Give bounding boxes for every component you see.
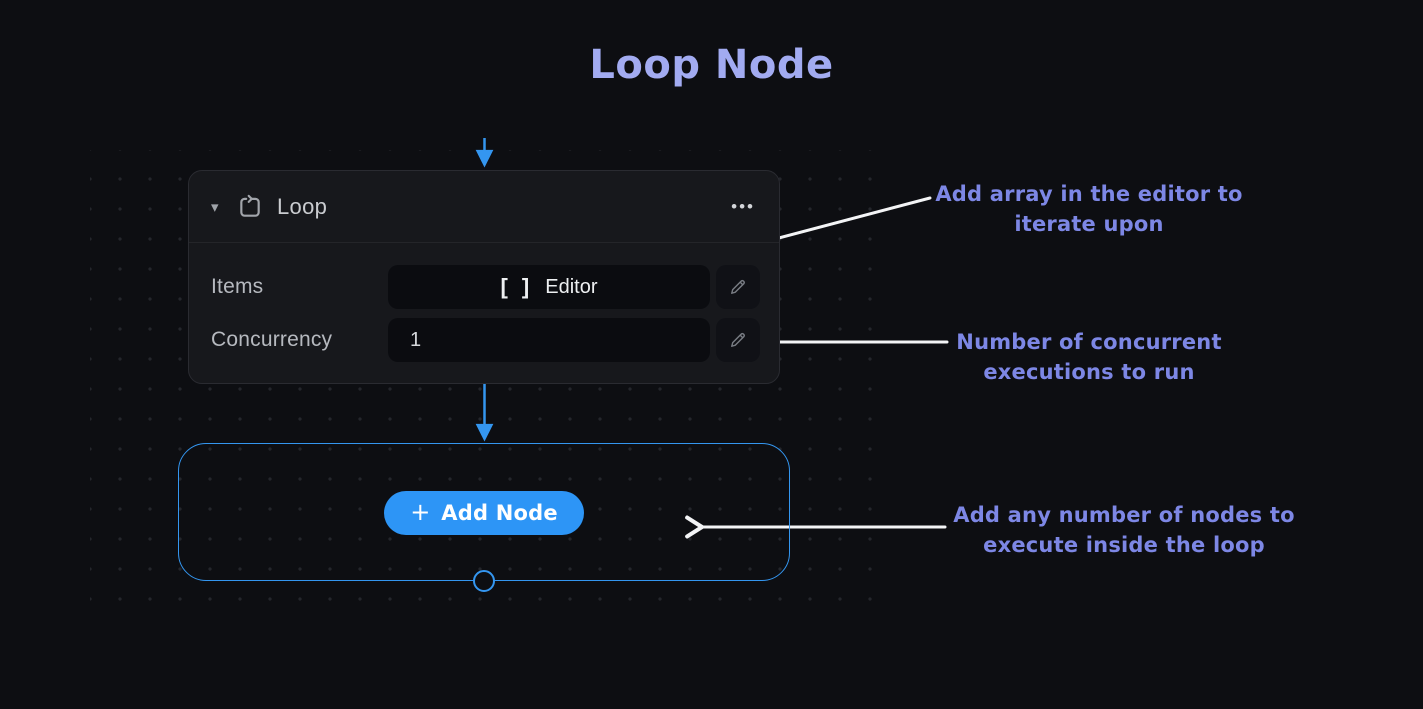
loop-node-card[interactable]: ▾ Loop ••• Items [ ] Editor — [188, 170, 780, 384]
loop-icon — [237, 194, 263, 220]
annotation-loop-body-line1: Add any number of nodes to — [953, 503, 1295, 527]
annotation-items-line2: iterate upon — [1014, 212, 1164, 236]
add-node-button[interactable]: + Add Node — [384, 491, 584, 535]
pencil-icon — [731, 333, 745, 347]
items-editor-field[interactable]: [ ] Editor — [388, 265, 710, 309]
concurrency-label: Concurrency — [211, 328, 333, 351]
plus-icon: + — [410, 498, 431, 526]
pencil-icon — [731, 280, 745, 294]
items-row: Items [ ] Editor — [189, 265, 779, 309]
node-title: Loop — [277, 193, 328, 219]
annotation-loop-body: Add any number of nodes to execute insid… — [944, 500, 1304, 560]
concurrency-row: Concurrency 1 — [189, 318, 779, 362]
annotation-items: Add array in the editor to iterate upon — [929, 179, 1249, 239]
annotation-concurrency-line1: Number of concurrent — [956, 330, 1222, 354]
concurrency-field[interactable]: 1 — [388, 318, 710, 362]
collapse-chevron-icon[interactable]: ▾ — [211, 198, 219, 216]
concurrency-field-value: 1 — [410, 328, 422, 351]
items-label: Items — [211, 275, 264, 298]
annotation-concurrency-line2: executions to run — [983, 360, 1195, 384]
annotation-items-line1: Add array in the editor to — [935, 182, 1243, 206]
edit-concurrency-button[interactable] — [716, 318, 760, 362]
annotation-concurrency: Number of concurrent executions to run — [929, 327, 1249, 387]
items-field-value: Editor — [545, 275, 598, 298]
loop-output-port[interactable] — [473, 570, 495, 592]
loop-node-header: ▾ Loop ••• — [189, 171, 779, 243]
page-title: Loop Node — [589, 42, 834, 88]
array-brackets-icon: [ ] — [500, 274, 534, 299]
edit-items-button[interactable] — [716, 265, 760, 309]
add-node-label: Add Node — [441, 501, 558, 525]
more-menu-icon[interactable]: ••• — [731, 196, 755, 216]
annotation-loop-body-line2: execute inside the loop — [983, 533, 1265, 557]
